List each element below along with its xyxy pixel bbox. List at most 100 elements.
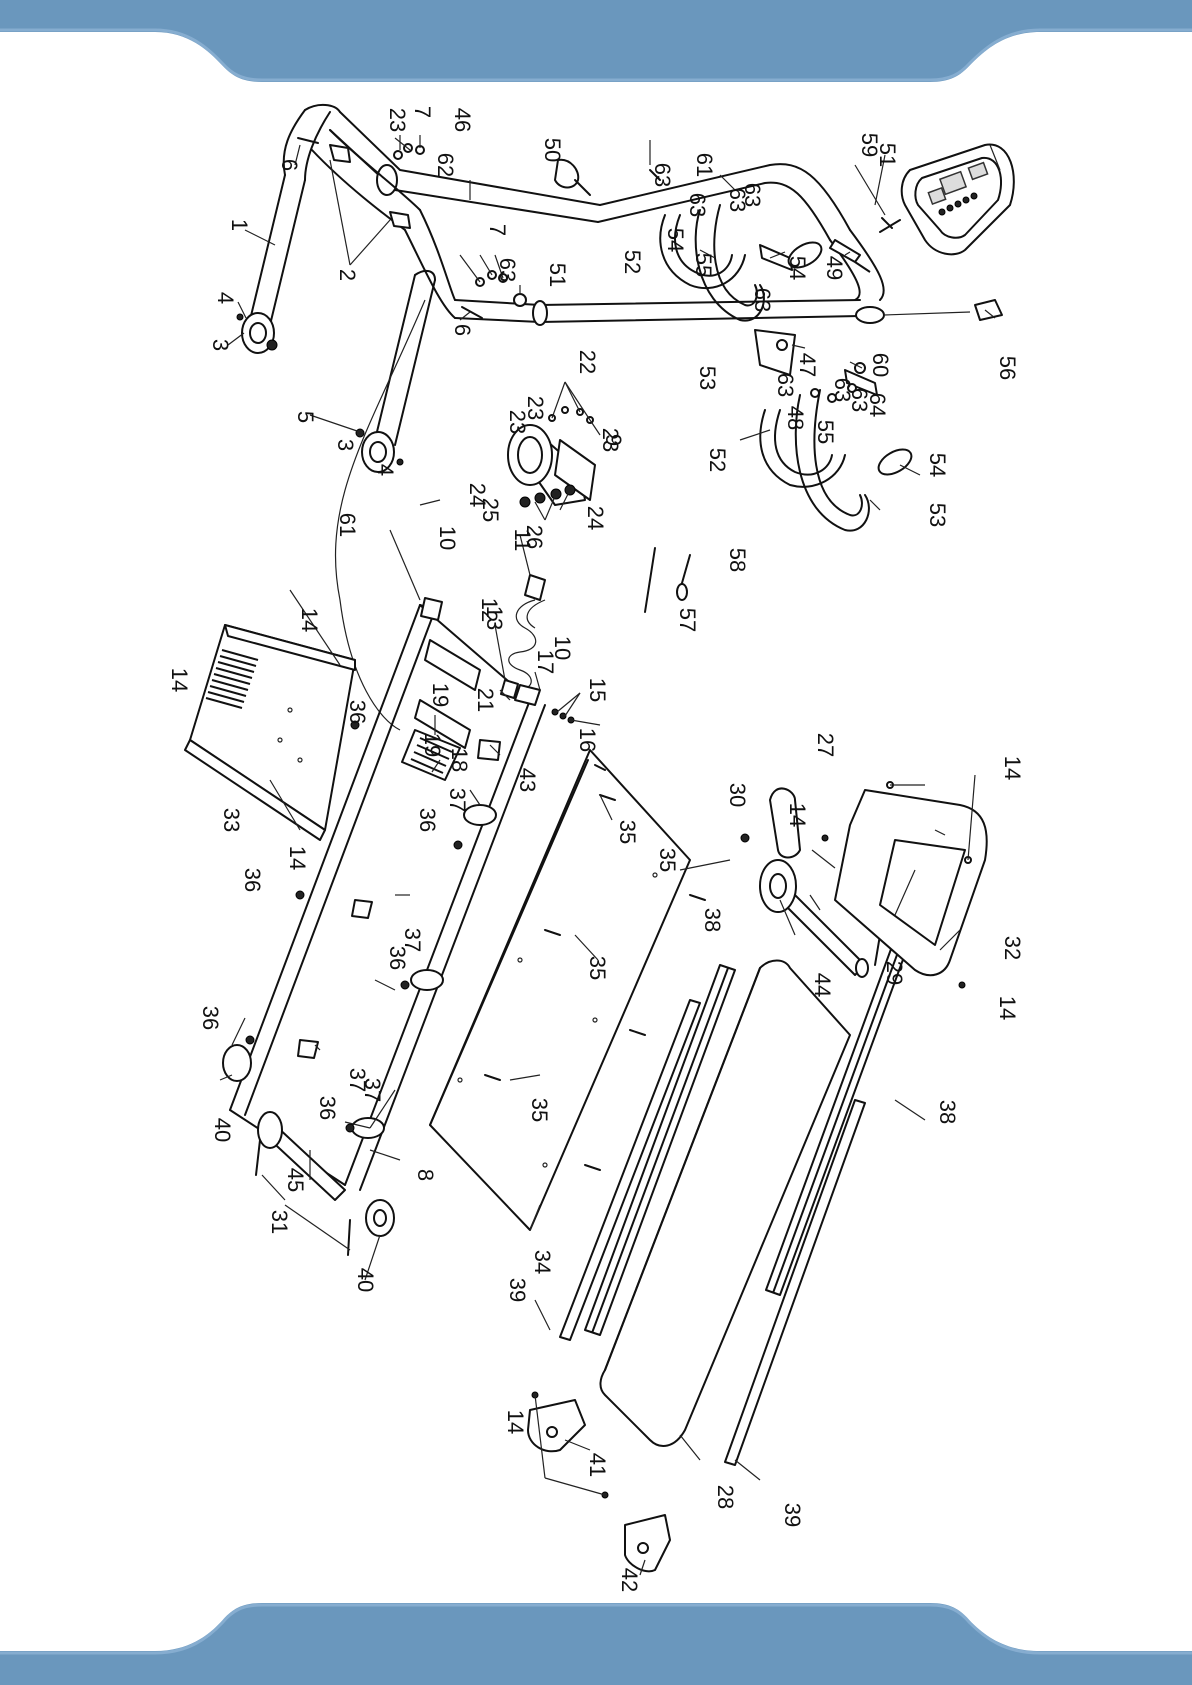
part-number-label: 46: [450, 108, 475, 132]
part-number-label: 58: [725, 548, 750, 572]
part-number-label: 31: [267, 1210, 292, 1234]
part-number-label: 49: [822, 256, 847, 280]
part-number-label: 57: [675, 608, 700, 632]
handle-grips-upper: [659, 204, 871, 322]
part-number-label: 60: [868, 353, 893, 377]
part-number-label: 6: [450, 324, 475, 336]
part-number-label: 52: [705, 448, 730, 472]
part-number-label: 63: [847, 388, 872, 412]
part-number-label: 14: [1000, 756, 1025, 780]
part-number-label: 39: [780, 1503, 805, 1527]
part-number-label: 63: [495, 258, 520, 282]
part-number-label: 26: [522, 525, 547, 549]
console-wire: [334, 299, 426, 731]
part-number-label: 22: [575, 350, 600, 374]
part-number-label: 14: [297, 608, 322, 632]
part-number-label: 63: [685, 193, 710, 217]
vent-grille: [205, 649, 259, 709]
bottom-banner: [0, 1603, 1192, 1685]
part-number-label: 33: [219, 808, 244, 832]
front-cover: [821, 781, 988, 989]
part-number-label: 24: [583, 506, 608, 530]
part-number-label: 36: [240, 868, 265, 892]
part-number-label: 62: [433, 153, 458, 177]
part-number-label: 36: [385, 946, 410, 970]
part-number-label: 48: [783, 406, 808, 430]
part-number-label: 14: [503, 1410, 528, 1434]
part-number-label: 55: [691, 253, 716, 277]
part-number-label: 9: [601, 434, 626, 446]
part-number-label: 23: [505, 410, 530, 434]
part-number-label: 1: [227, 219, 252, 231]
part-number-label: 63: [830, 378, 855, 402]
part-number-label: 61: [335, 513, 360, 537]
part-number-label: 42: [617, 1568, 642, 1592]
bottom-banner-shape: [0, 1603, 1192, 1685]
part-number-label: 37: [345, 1068, 370, 1092]
part-number-label: 3: [208, 339, 233, 351]
safety-key: [855, 299, 1003, 324]
part-number-label: 12: [477, 598, 502, 622]
part-number-label: 7: [410, 106, 435, 118]
upright-frame: [236, 104, 885, 473]
part-number-label: 35: [615, 820, 640, 844]
part-number-label: 47: [795, 353, 820, 377]
part-number-label: 41: [585, 1453, 610, 1477]
part-number-label: 53: [925, 503, 950, 527]
part-number-label: 63: [740, 183, 765, 207]
part-number-label: 51: [875, 143, 900, 167]
bottom-banner-highlight: [0, 1603, 1192, 1655]
motor-cover: [184, 624, 356, 841]
part-number-label: 17: [533, 650, 558, 674]
deck: [429, 749, 706, 1231]
part-number-label: 36: [345, 700, 370, 724]
part-number-label: 11: [510, 529, 535, 552]
part-number-label: 40: [210, 1118, 235, 1142]
part-number-label: 56: [995, 356, 1020, 380]
top-banner: [0, 0, 1192, 82]
part-number-label: 59: [857, 133, 882, 157]
part-number-label: 35: [585, 956, 610, 980]
bracket-47: [754, 329, 796, 376]
part-number-label: 43: [515, 768, 540, 792]
part-number-label: 2: [335, 269, 360, 281]
part-number-label: 23: [598, 428, 623, 452]
part-number-label: 14: [995, 996, 1020, 1020]
part-number-label: 10: [435, 526, 460, 550]
part-number-label: 30: [725, 783, 750, 807]
part-number-label: 54: [925, 453, 950, 477]
part-number-label: 6: [277, 159, 302, 171]
part-number-label: 14: [285, 846, 310, 870]
part-number-label: 14: [167, 668, 192, 692]
part-number-label: 36: [198, 1006, 223, 1030]
part-number-label: 63: [725, 188, 750, 212]
part-number-label: 52: [620, 250, 645, 274]
part-number-label: 63: [750, 288, 775, 312]
part-number-label: 16: [575, 728, 600, 752]
part-number-label: 23: [385, 108, 410, 132]
part-number-label: 51: [545, 263, 570, 287]
part-number-label: 28: [713, 1485, 738, 1509]
part-number-labels: 1233445667789101011121314141414141414151…: [167, 106, 1025, 1592]
part-number-label: 35: [655, 848, 680, 872]
part-number-label: 7: [485, 224, 510, 236]
end-caps: [527, 1391, 671, 1573]
part-number-label: 37: [400, 928, 425, 952]
side-rails: [559, 929, 913, 1466]
part-number-label: 37: [445, 788, 470, 812]
part-number-label: 55: [813, 420, 838, 444]
part-number-label: 38: [935, 1100, 960, 1124]
part-number-label: 15: [585, 678, 610, 702]
part-number-label: 19: [428, 683, 453, 707]
part-number-label: 14: [785, 803, 810, 827]
handle-grips-lower: [759, 362, 913, 532]
part-number-label: 18: [447, 748, 472, 772]
part-number-label: 38: [700, 908, 725, 932]
part-number-label: 45: [283, 1168, 308, 1192]
part-number-label: 4: [213, 292, 238, 304]
part-number-label: 36: [315, 1096, 340, 1120]
part-number-label: 8: [413, 1169, 438, 1181]
console: [879, 143, 1015, 256]
part-number-label: 3: [333, 439, 358, 451]
